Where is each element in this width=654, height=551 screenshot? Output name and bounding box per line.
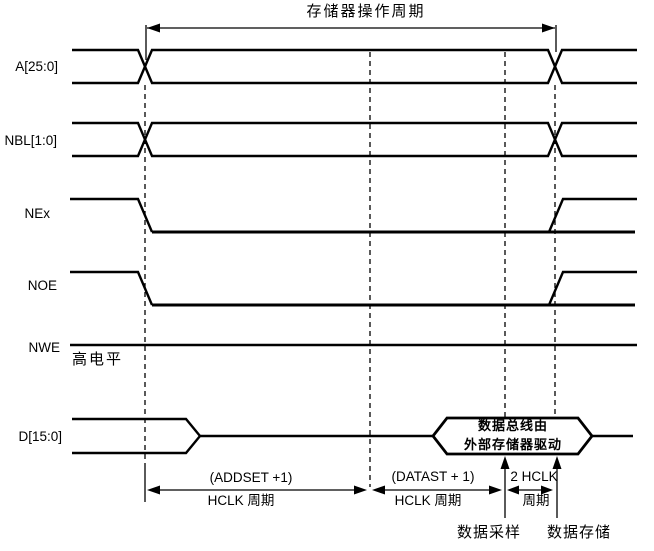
a-bus-path-1 — [72, 48, 637, 85]
data-store-pointer — [552, 456, 562, 518]
datast-label-line1: (DATAST + 1) — [392, 469, 475, 484]
noe-rise-edge — [547, 270, 637, 306]
arrowhead-left-icon — [147, 23, 160, 33]
data-bus-callout-line1: 数据总线由 — [478, 418, 548, 433]
signal-label-nex: NEx — [24, 206, 50, 221]
arrowhead-up-icon — [500, 456, 510, 469]
arrowhead-right-icon — [542, 23, 555, 33]
signal-nex-waveform — [70, 197, 637, 234]
arrowhead-right-icon — [489, 485, 502, 495]
arrowhead-left-icon — [372, 485, 385, 495]
nbl-bus-path-1 — [72, 121, 637, 158]
data-bus-callout-line2: 外部存储器驱动 — [463, 437, 562, 452]
signal-label-a: A[25:0] — [15, 59, 58, 74]
addset-measure — [147, 485, 367, 495]
datast-label-line2: HCLK 周期 — [395, 493, 462, 508]
signal-label-nwe: NWE — [29, 340, 61, 355]
nex-fall-edge — [70, 197, 154, 233]
arrowhead-up-icon — [552, 456, 562, 469]
data-sample-label: 数据采样 — [457, 524, 521, 541]
memory-cycle-measure — [145, 23, 557, 60]
signal-label-nbl: NBL[1:0] — [4, 133, 57, 148]
signal-label-noe: NOE — [28, 278, 57, 293]
data-sample-pointer — [500, 456, 510, 518]
dashed-gridlines — [144, 52, 556, 502]
two-hclk-measure — [507, 485, 553, 495]
nex-rise-edge — [547, 197, 637, 233]
nbl-bus-path-2 — [72, 121, 637, 158]
d-bus-bottom-left — [72, 435, 201, 455]
signal-d-waveform — [72, 416, 633, 456]
data-store-label: 数据存储 — [547, 524, 611, 541]
noe-fall-edge — [70, 270, 154, 306]
two-hclk-label-line1: 2 HCLK — [510, 469, 557, 484]
arrowhead-left-icon — [507, 485, 519, 495]
nwe-high-level-note: 高电平 — [72, 351, 123, 368]
arrowhead-right-icon — [354, 485, 367, 495]
signal-nbl-waveform — [72, 121, 637, 158]
a-bus-path-2 — [72, 48, 637, 85]
signal-label-d: D[15:0] — [18, 429, 62, 444]
d-bus-top-left — [72, 417, 201, 437]
arrowhead-right-icon — [541, 485, 553, 495]
signal-noe-waveform — [70, 270, 637, 307]
datast-measure — [372, 485, 502, 495]
two-hclk-label-line2: 周期 — [523, 493, 550, 508]
arrowhead-left-icon — [147, 485, 160, 495]
diagram-title: 存储器操作周期 — [306, 3, 425, 20]
signal-a-waveform — [72, 48, 637, 85]
addset-label-line1: (ADDSET +1) — [210, 470, 293, 485]
addset-label-line2: HCLK 周期 — [208, 493, 275, 508]
